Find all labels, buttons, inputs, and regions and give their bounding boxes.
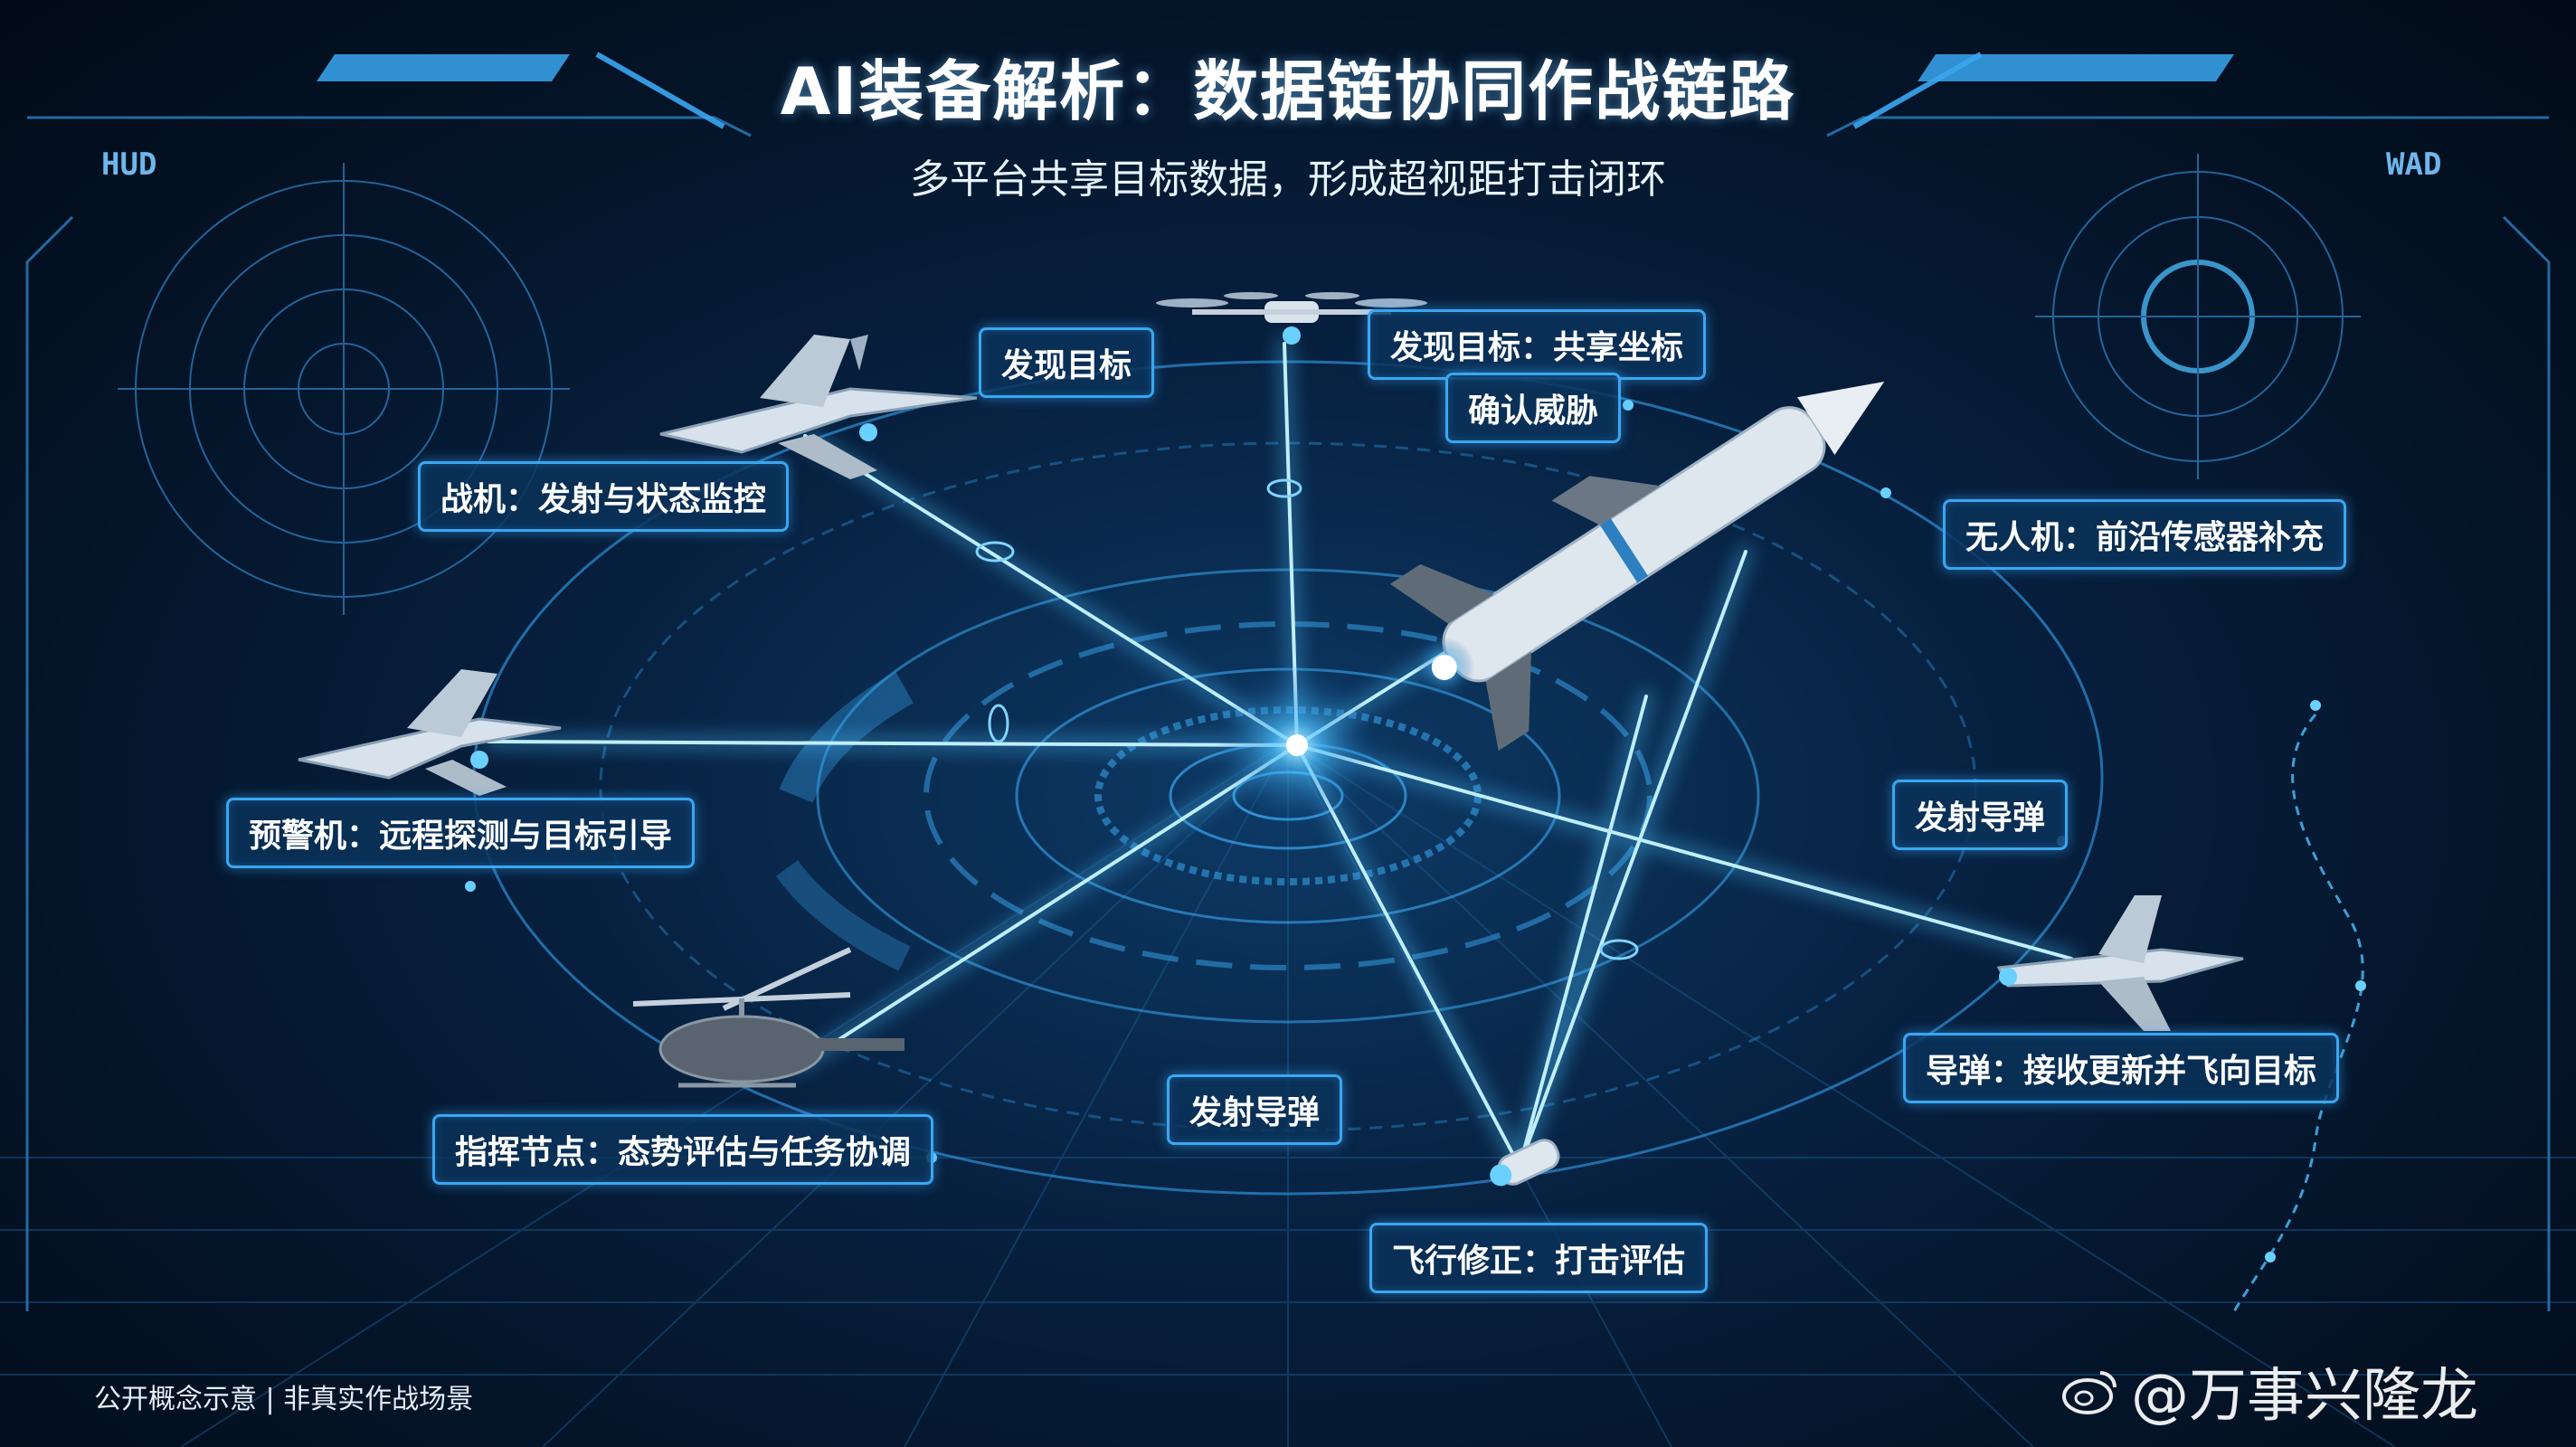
beam-fighter <box>803 434 1299 747</box>
beam-awacs <box>487 740 1299 747</box>
helicopter-icon <box>632 947 904 1088</box>
page-subtitle: 多平台共享目标数据，形成超视距打击闭环 <box>910 156 1666 203</box>
label-launch-bottom: 发射导弹 <box>1167 1074 1343 1145</box>
watermark-text: @万事兴隆龙 <box>2131 1363 2478 1430</box>
hud-code-left: HUD <box>101 147 157 183</box>
label-discover: 发现目标 <box>979 327 1155 398</box>
page-title: AI装备解析：数据链协同作战链路 <box>780 53 1796 129</box>
label-awacs: 预警机：远程探测与目标引导 <box>226 798 696 868</box>
drone-icon <box>1156 292 1427 345</box>
label-missile-update: 导弹：接收更新并飞向目标 <box>1903 1033 2340 1103</box>
label-fighter: 战机：发射与状态监控 <box>418 461 790 532</box>
label-launch-right: 发射导弹 <box>1892 780 2069 850</box>
label-drone: 无人机：前沿传感器补充 <box>1943 499 2347 570</box>
hud-code-right: WAD <box>2386 147 2442 183</box>
weibo-icon <box>2062 1371 2117 1414</box>
beam-strike-fighter <box>1295 743 2073 960</box>
watermark: @万事兴隆龙 <box>2060 1349 2478 1433</box>
disclaimer: 公开概念示意 | 非真实作战场景 <box>94 1384 474 1415</box>
label-discover-share: 发现目标：共享坐标 <box>1368 309 1707 380</box>
fighter-jet-icon <box>659 335 978 479</box>
beam-helicopter <box>794 743 1299 1069</box>
small-missile-icon <box>1490 1139 1560 1187</box>
beam-target-drone <box>1518 550 1747 1168</box>
label-command: 指挥节点：态势评估与任务协调 <box>432 1114 934 1185</box>
beam-target-missile <box>1518 695 1648 1168</box>
label-flight-correct: 飞行修正：打击评估 <box>1369 1223 1709 1293</box>
label-confirm: 确认威胁 <box>1445 373 1622 443</box>
awacs-jet-icon <box>298 669 562 796</box>
strike-fighter-icon <box>1996 895 2244 1031</box>
missile-icon <box>1389 382 1885 752</box>
